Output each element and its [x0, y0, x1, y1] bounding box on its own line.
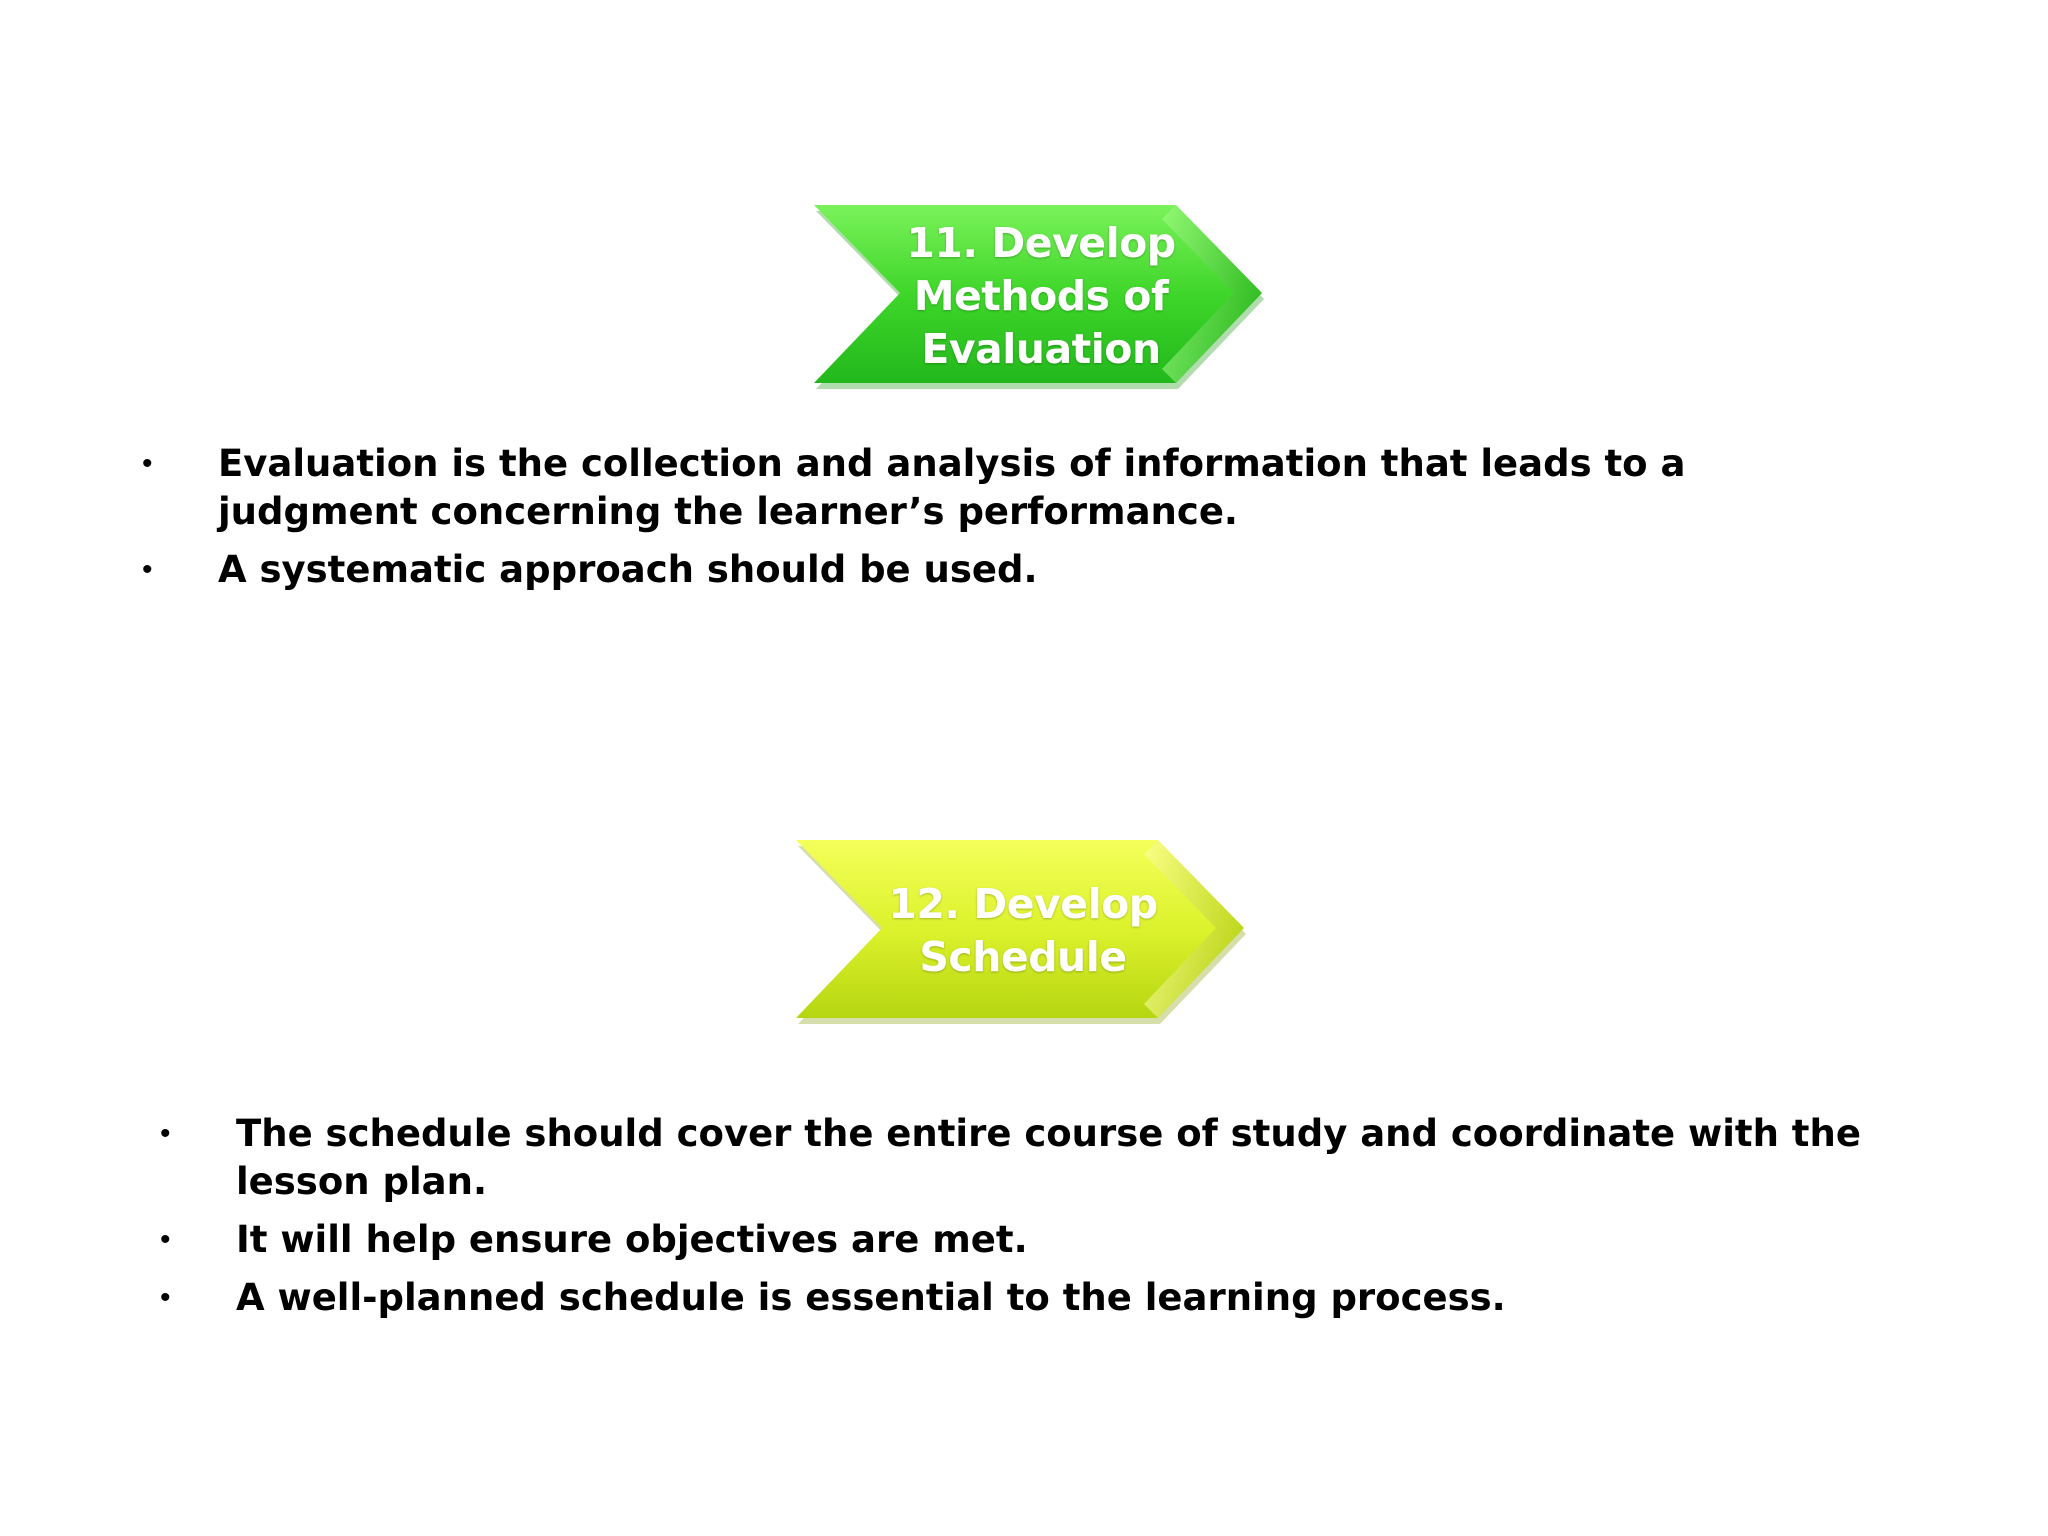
evaluation-bullet-list: • Evaluation is the collection and analy…: [142, 440, 1858, 604]
chevron-11-line-3: Evaluation: [921, 324, 1161, 373]
chevron-11-line-1: 11. Develop: [906, 218, 1176, 267]
bullet-dot: •: [160, 1223, 171, 1256]
chevron-step-12: 12. Develop Schedule: [788, 838, 1248, 1024]
chevron-12-line-1: 12. Develop: [888, 880, 1158, 928]
bullet-text: It will help ensure objectives are met.: [236, 1218, 1028, 1261]
bullet-dot: •: [160, 1117, 171, 1150]
bullet-text: The schedule should cover the entire cou…: [236, 1112, 1861, 1203]
schedule-bullet-list: • The schedule should cover the entire c…: [160, 1110, 1996, 1332]
list-item: • The schedule should cover the entire c…: [160, 1110, 1996, 1206]
bullet-text: Evaluation is the collection and analysi…: [218, 442, 1686, 533]
chevron-shape-green: [814, 205, 1264, 389]
chevron-step-11: 11. Develop Methods of Evaluation: [806, 203, 1266, 389]
bullet-dot: •: [160, 1281, 171, 1314]
list-item: • It will help ensure objectives are met…: [160, 1216, 1996, 1264]
chevron-12-line-2: Schedule: [919, 933, 1127, 981]
chevron-11-line-2: Methods of: [913, 271, 1169, 320]
chevron-label-11: 11. Develop Methods of Evaluation: [906, 211, 1176, 381]
chevron-shape-yellow: [796, 840, 1246, 1024]
bullet-text: A well-planned schedule is essential to …: [236, 1276, 1506, 1319]
list-item: • Evaluation is the collection and analy…: [142, 440, 1858, 536]
bullet-dot: •: [142, 553, 153, 586]
bullet-dot: •: [142, 447, 153, 480]
chevron-label-12: 12. Develop Schedule: [888, 846, 1158, 1016]
list-item: • A systematic approach should be used.: [142, 546, 1858, 594]
list-item: • A well-planned schedule is essential t…: [160, 1274, 1996, 1322]
bullet-text: A systematic approach should be used.: [218, 548, 1038, 591]
